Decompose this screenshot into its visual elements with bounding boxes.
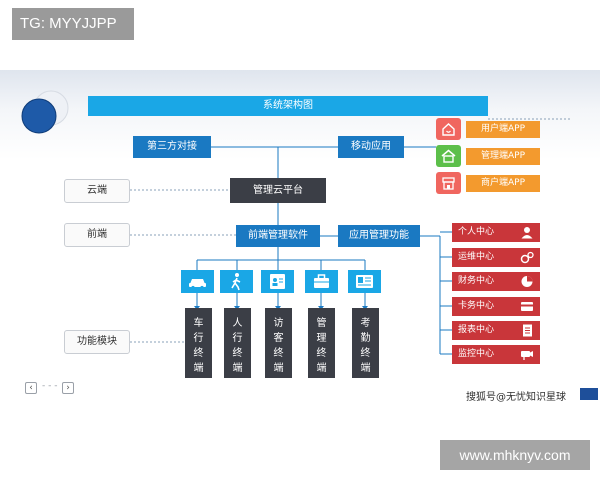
sohu-watermark: 搜狐号@无忧知识星球: [466, 392, 566, 403]
terminal-label: 人行终端: [232, 318, 243, 374]
terminal-label: 管理终端: [316, 318, 327, 374]
user-app-label: 用户端APP: [466, 121, 540, 138]
function-label: 卡务中心: [458, 301, 495, 311]
prev-slide-button[interactable]: ‹: [25, 382, 37, 394]
site-watermark: www.mhknyv.com: [440, 440, 590, 470]
card-icon: [521, 302, 533, 311]
terminal-label: 访客终端: [273, 318, 284, 374]
side-label-frontend: 前端: [64, 223, 130, 247]
briefcase-icon: [305, 270, 338, 293]
attendance-card-icon: [348, 270, 381, 293]
admin-app-label: 管理端APP: [466, 148, 540, 165]
side-label-cloud: 云端: [64, 179, 130, 203]
decorative-circles: [21, 90, 69, 134]
merchant-app-label: 商户端APP: [466, 175, 540, 192]
camera-icon: [521, 351, 533, 360]
function-monitor-center: 监控中心: [452, 345, 540, 364]
frontend-software-node: 前端管理软件: [236, 225, 320, 247]
function-card-center: 卡务中心: [452, 297, 540, 316]
merchant-app-icon: [436, 172, 461, 194]
terminal-label: 车行终端: [193, 318, 204, 374]
next-slide-button[interactable]: ›: [62, 382, 74, 394]
corner-badge: [580, 388, 598, 400]
diagram-title: 系统架构图: [88, 96, 488, 116]
function-label: 财务中心: [458, 276, 495, 286]
channel-tag: TG: MYYJJPP: [12, 8, 134, 40]
terminal-vehicle: 车行终端: [185, 308, 212, 378]
function-label: 监控中心: [458, 349, 495, 359]
person-icon: [521, 227, 533, 239]
function-finance-center: 财务中心: [452, 272, 540, 291]
cloud-platform-node: 管理云平台: [230, 178, 326, 203]
function-ops-center: 运维中心: [452, 248, 540, 267]
terminal-pedestrian: 人行终端: [224, 308, 251, 378]
third-party-node: 第三方对接: [133, 136, 211, 158]
app-function-node: 应用管理功能: [338, 225, 420, 247]
function-label: 个人中心: [458, 227, 495, 237]
terminal-label: 考勤终端: [360, 318, 371, 374]
terminal-management: 管理终端: [308, 308, 335, 378]
terminal-visitor: 访客终端: [265, 308, 292, 378]
function-report-center: 报表中心: [452, 321, 540, 340]
admin-app-icon: [436, 145, 461, 167]
visitor-id-card-icon: [261, 270, 294, 293]
function-label: 报表中心: [458, 325, 495, 335]
nav-dots: - - -: [42, 381, 58, 391]
walking-person-icon: [220, 270, 253, 293]
user-app-icon: [436, 118, 461, 140]
pie-chart-icon: [521, 276, 533, 287]
terminal-attendance: 考勤终端: [352, 308, 379, 378]
function-label: 运维中心: [458, 252, 495, 262]
document-icon: [523, 324, 532, 337]
function-personal-center: 个人中心: [452, 223, 540, 242]
mobile-app-node: 移动应用: [338, 136, 404, 158]
side-label-modules: 功能模块: [64, 330, 130, 354]
car-icon: [181, 270, 214, 293]
gear-icon: [520, 251, 534, 264]
